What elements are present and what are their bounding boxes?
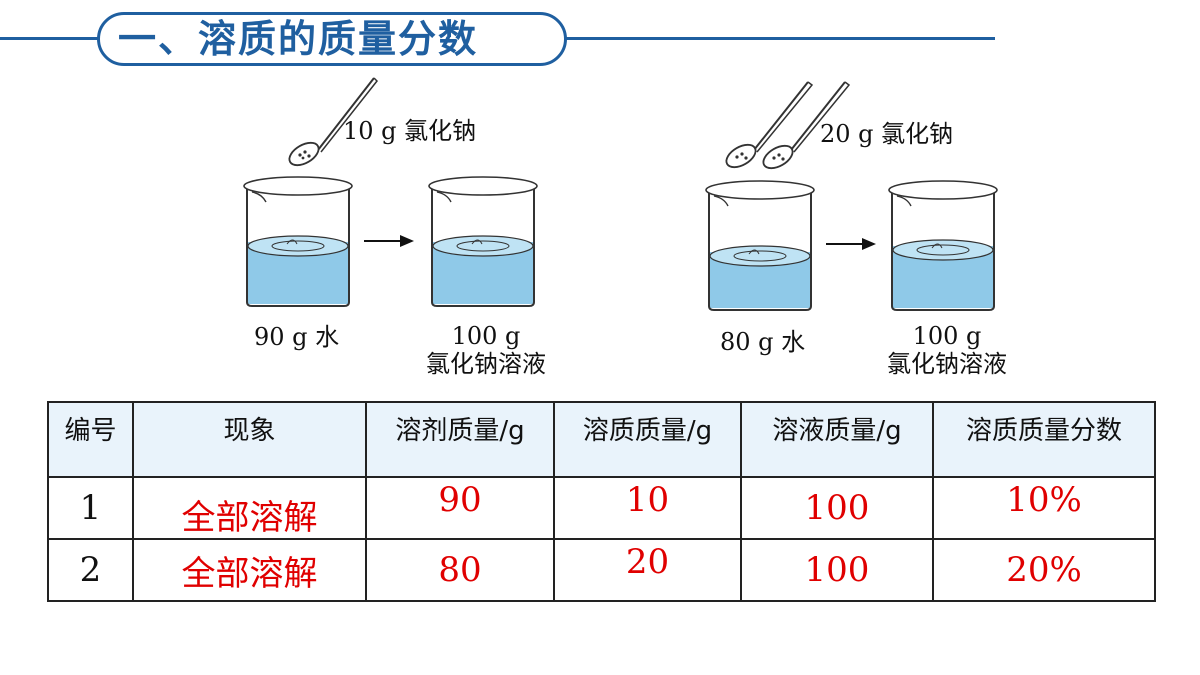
header-mass-fraction: 溶质质量分数 bbox=[932, 401, 1156, 478]
header-id: 编号 bbox=[47, 401, 134, 478]
right-spoon-label: 20 g 氯化钠 bbox=[820, 120, 954, 148]
experiment-illustration bbox=[243, 77, 998, 311]
row-solution: 100 bbox=[740, 476, 934, 540]
row-phenomenon: 全部溶解 bbox=[132, 476, 367, 540]
row-id: 2 bbox=[47, 538, 134, 602]
arrow-icon bbox=[364, 235, 414, 247]
left-solution-name-label: 氯化钠溶液 bbox=[426, 350, 546, 378]
beaker-icon bbox=[888, 180, 998, 311]
right-water-label: 80 g 水 bbox=[720, 328, 806, 356]
row-fraction: 20% bbox=[932, 538, 1156, 602]
table-header-row: 编号 现象 溶剂质量/g 溶质质量/g 溶液质量/g 溶质质量分数 bbox=[47, 401, 1156, 478]
title-pill bbox=[97, 12, 567, 66]
right-solution-name-label: 氯化钠溶液 bbox=[887, 350, 1007, 378]
table-row: 2 全部溶解 80 20 100 20% bbox=[47, 538, 1156, 602]
header-solution-mass: 溶液质量/g bbox=[740, 401, 934, 478]
left-solution-mass-label: 100 g bbox=[451, 322, 521, 350]
beaker-icon bbox=[243, 176, 353, 307]
arrow-icon bbox=[826, 238, 876, 250]
right-solution-mass-label: 100 g bbox=[912, 322, 982, 350]
table-row: 1 全部溶解 90 10 100 10% bbox=[47, 476, 1156, 540]
row-solute: 20 bbox=[553, 538, 742, 602]
spoon-icon bbox=[288, 77, 379, 167]
row-id: 1 bbox=[47, 476, 134, 540]
mass-fraction-table: 编号 现象 溶剂质量/g 溶质质量/g 溶液质量/g 溶质质量分数 1 全部溶解… bbox=[47, 401, 1156, 602]
header-solvent-mass: 溶剂质量/g bbox=[365, 401, 555, 478]
beaker-icon bbox=[705, 180, 815, 311]
left-water-label: 90 g 水 bbox=[254, 323, 340, 351]
row-solvent: 80 bbox=[365, 538, 555, 602]
beaker-icon bbox=[428, 176, 538, 307]
row-solute: 10 bbox=[553, 476, 742, 540]
spoon-icon bbox=[725, 81, 814, 169]
row-solvent: 90 bbox=[365, 476, 555, 540]
row-fraction: 10% bbox=[932, 476, 1156, 540]
header-solute-mass: 溶质质量/g bbox=[553, 401, 742, 478]
row-solution: 100 bbox=[740, 538, 934, 602]
page-title: 一、溶质的质量分数 bbox=[118, 17, 479, 61]
left-spoon-label: 10 g 氯化钠 bbox=[343, 117, 477, 145]
header-phenomenon: 现象 bbox=[132, 401, 367, 478]
row-phenomenon: 全部溶解 bbox=[132, 538, 367, 602]
spoon-icon bbox=[762, 81, 851, 170]
